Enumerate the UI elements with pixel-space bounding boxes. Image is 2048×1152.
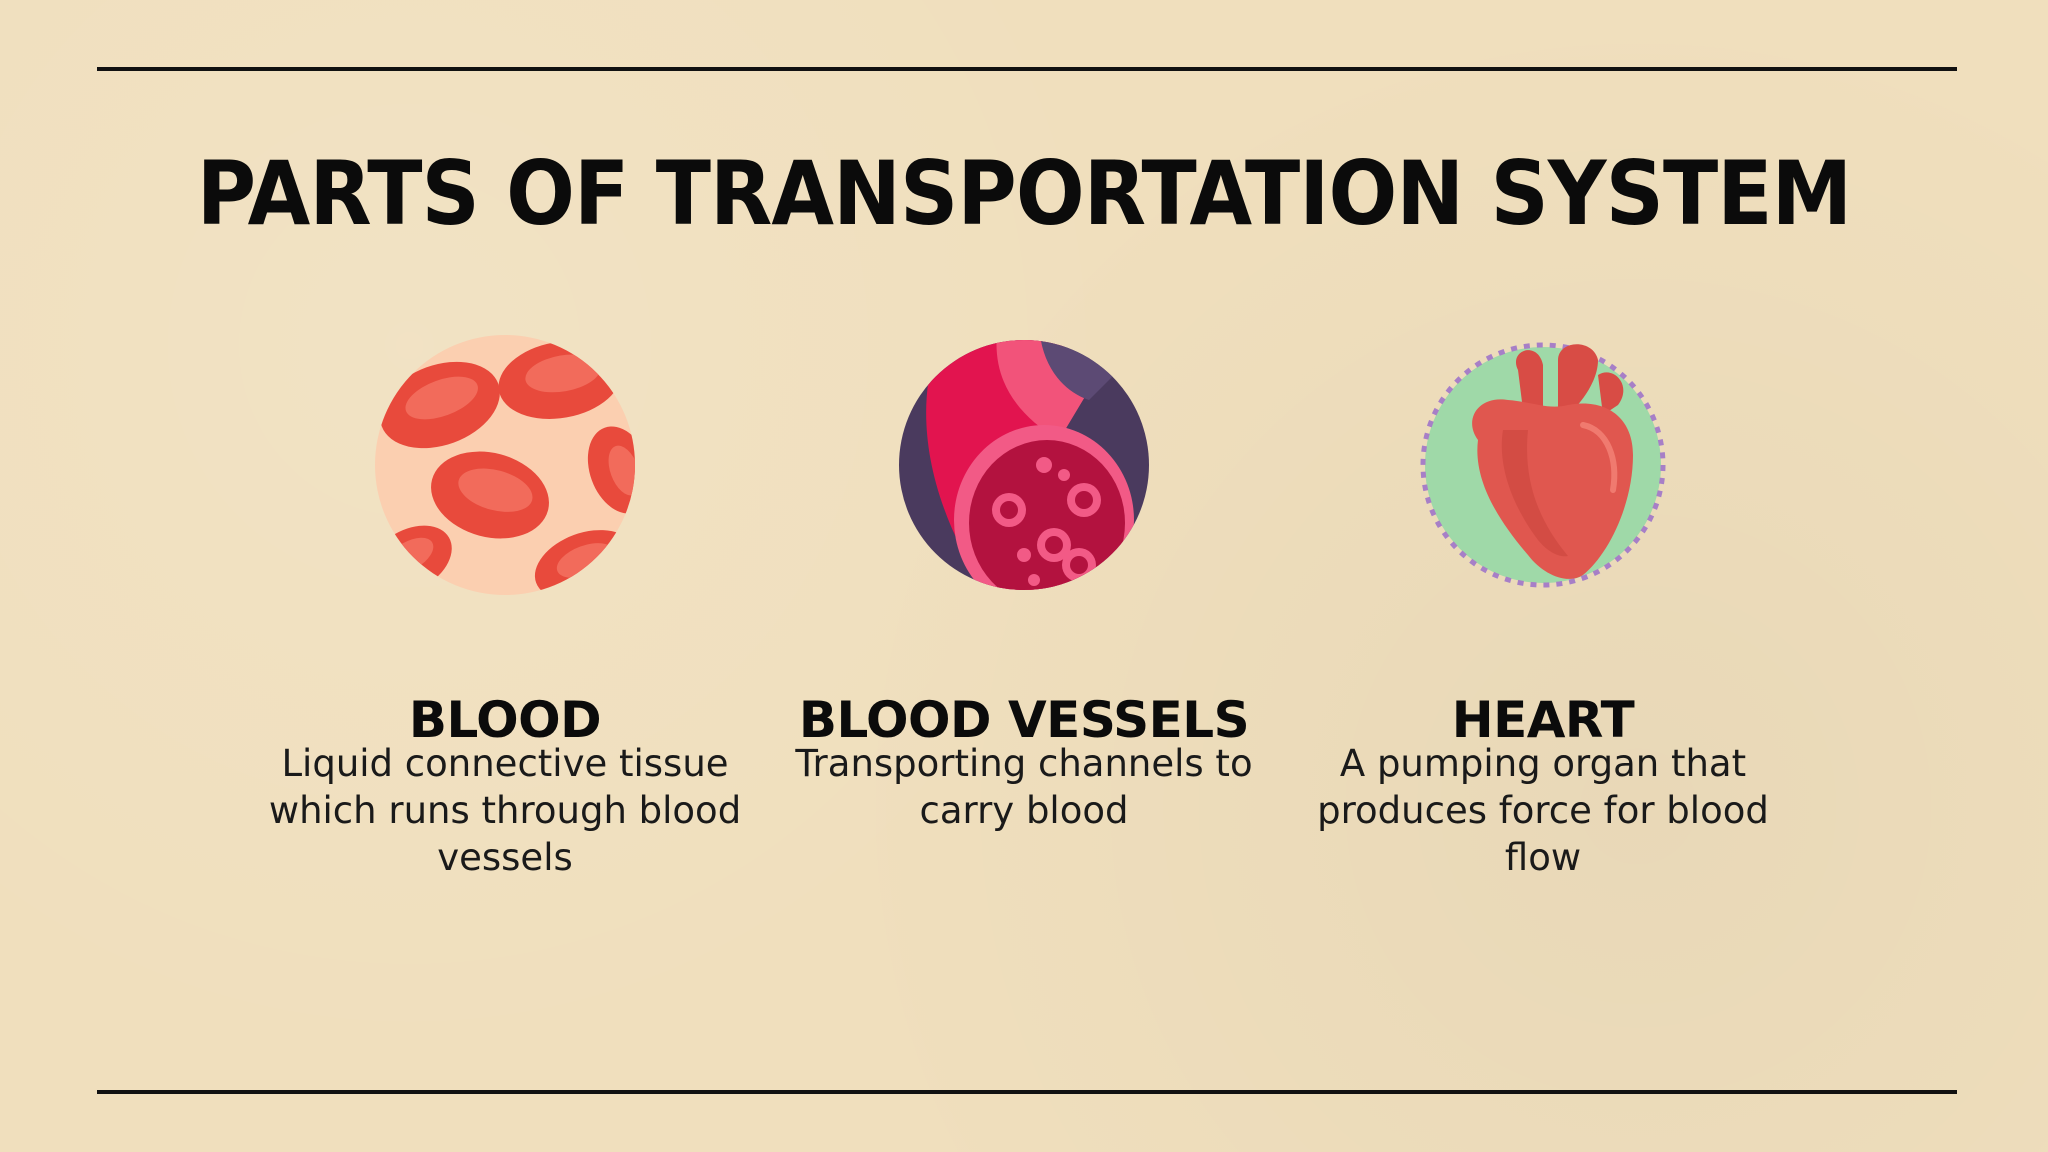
blood-heading: BLOOD bbox=[408, 691, 602, 749]
blood-vessels-description: Transporting channels to carry blood bbox=[795, 742, 1253, 832]
blood-vessels-heading: BLOOD VESSELS bbox=[798, 691, 1250, 749]
blood-description: Liquid connective tissue which runs thro… bbox=[268, 742, 742, 879]
slide-title: PARTS OF TRANSPORTATION SYSTEM bbox=[196, 142, 1853, 245]
heart-description: A pumping organ that produces force for … bbox=[1317, 742, 1769, 879]
blood-vessel-icon bbox=[889, 330, 1159, 600]
red-blood-cells-icon bbox=[370, 330, 640, 600]
heart-icon bbox=[1408, 330, 1678, 600]
top-divider bbox=[97, 67, 1957, 71]
heart-heading: HEART bbox=[1451, 691, 1635, 749]
bottom-divider bbox=[97, 1090, 1957, 1094]
